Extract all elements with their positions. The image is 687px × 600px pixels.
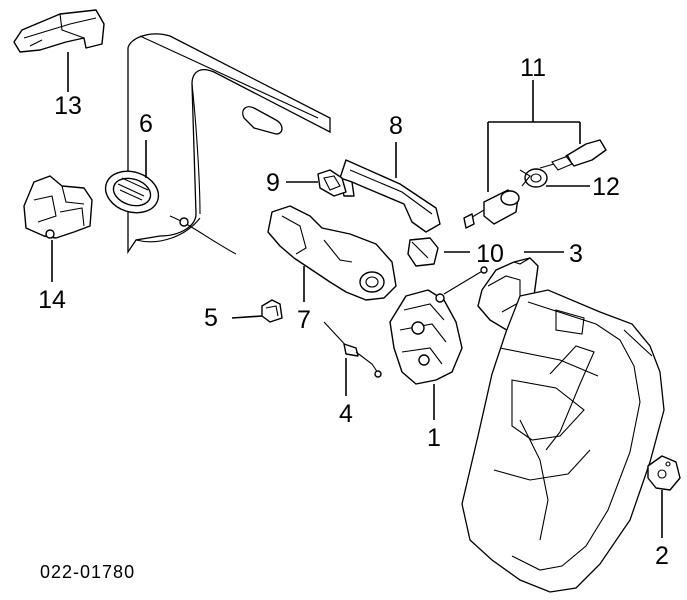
callout-4: 4 (339, 400, 353, 428)
callout-labels: 13 14 6 9 8 10 5 7 4 1 3 11 12 2 (38, 54, 669, 570)
callout-2: 2 (655, 542, 669, 570)
door-outer-panel (127, 33, 331, 255)
part-14-latch-bracket (23, 175, 93, 239)
callout-8: 8 (389, 112, 403, 140)
part-9-handle-gasket (317, 169, 347, 197)
part-8-outside-handle (339, 159, 441, 233)
release-cable (169, 215, 237, 255)
callout-13: 13 (54, 92, 82, 120)
callout-10: 10 (476, 240, 504, 268)
part-6-handle-bezel (104, 170, 160, 214)
part-10-gasket (407, 237, 439, 267)
callout-12: 12 (592, 173, 620, 201)
part-12-key-cylinder-cover (519, 168, 548, 188)
callout-7: 7 (297, 306, 311, 334)
part-4-rod-clip (323, 321, 382, 378)
part-1-door-latch (389, 289, 463, 385)
callout-6: 6 (139, 110, 153, 138)
callout-3: 3 (569, 240, 583, 268)
callout-1: 1 (427, 424, 441, 452)
callout-5: 5 (204, 304, 218, 332)
callout-11: 11 (520, 54, 546, 82)
leader-lines (51, 52, 663, 538)
part-13-bracket (13, 9, 105, 53)
callout-14: 14 (38, 286, 66, 314)
diagram-code: 022-01780 (40, 562, 135, 582)
callout-9: 9 (266, 169, 280, 197)
part-11-lock-cylinder (463, 189, 520, 229)
door-inner-shell (461, 289, 665, 593)
part-5-clip (261, 299, 283, 323)
part-2-bumper (647, 455, 681, 491)
part-11-key (539, 139, 607, 171)
part-7-handle-carrier (267, 205, 397, 301)
lock-rod (443, 266, 488, 295)
